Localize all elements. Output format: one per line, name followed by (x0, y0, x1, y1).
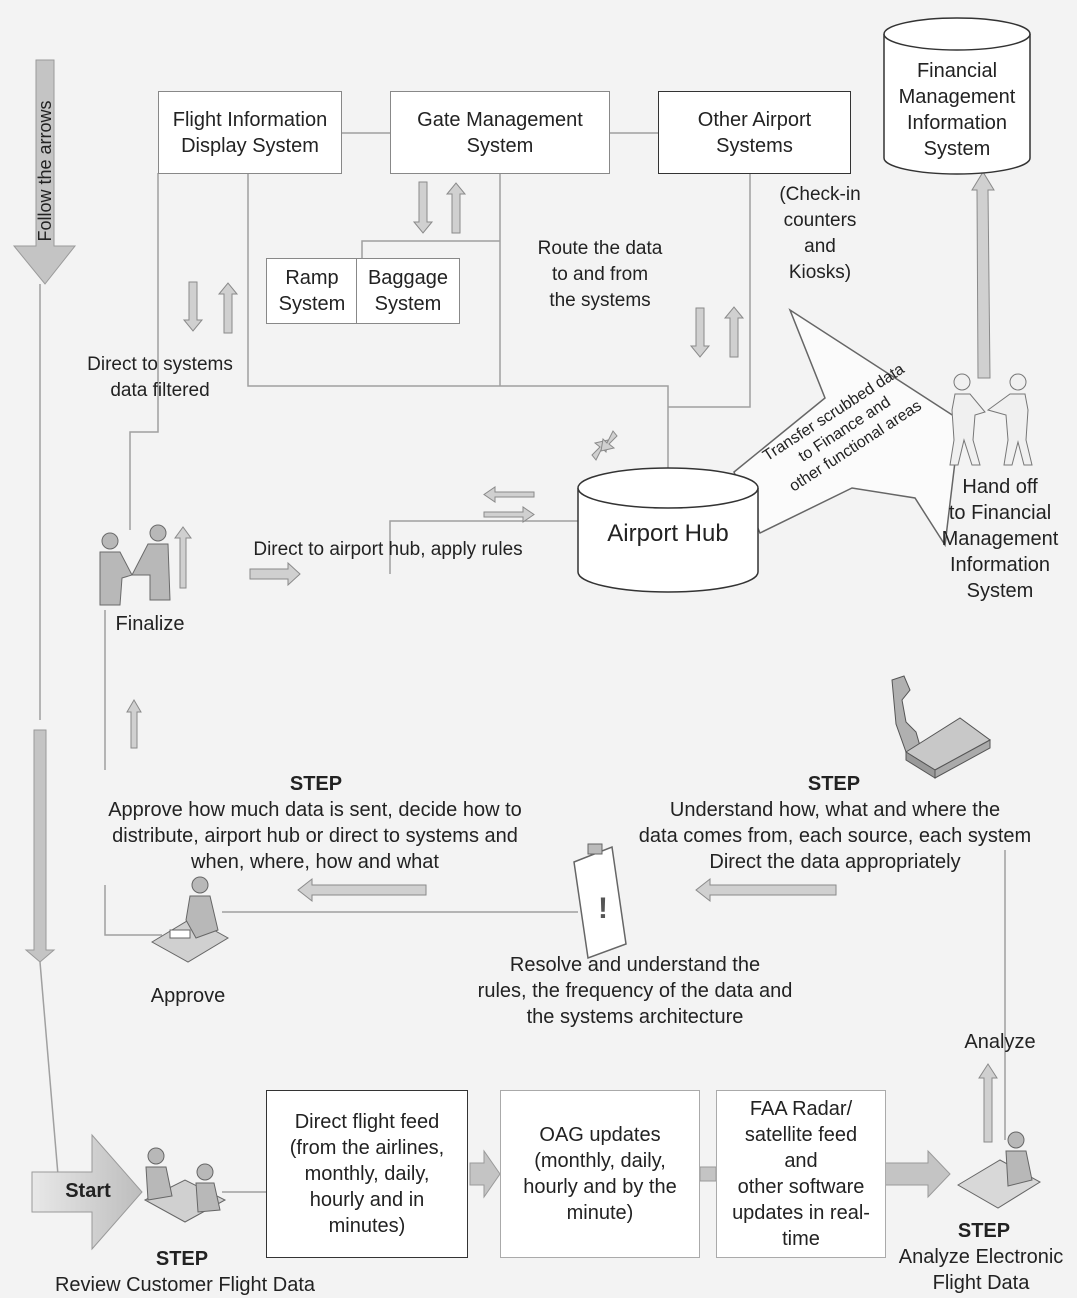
flow-arrows (31, 1133, 951, 1251)
ramp-system-box: Ramp System (266, 258, 358, 324)
checkin-label: (Check-in counters and Kiosks) (779, 184, 861, 283)
approve-figure (151, 876, 229, 963)
svg-text:!: ! (598, 892, 608, 925)
follow-arrow (12, 59, 77, 1176)
follow-arrows-label: Follow the arrows (35, 100, 55, 242)
airport-hub-cylinder (577, 467, 759, 593)
step-analyze-title: STEP (957, 1220, 1011, 1242)
resolve-text: Resolve and understand the rules, the fr… (477, 954, 793, 1028)
connector-lines (104, 132, 1006, 1193)
clipboard-figure: ! (573, 843, 627, 960)
analyze-figure (957, 1131, 1041, 1209)
step-review-title: STEP (155, 1248, 209, 1270)
handoff-label: Hand off to Financial Management Informa… (941, 476, 1059, 602)
faa-radar-box: FAA Radar/ satellite feed and other soft… (716, 1090, 886, 1258)
other-airport-systems-box: Other Airport Systems (658, 91, 851, 174)
route-label: Route the data to and from the systems (537, 238, 663, 311)
start-label: Start (65, 1180, 111, 1202)
analyze-label: Analyze (964, 1031, 1036, 1053)
step-analyze-text: Analyze Electronic Flight Data (898, 1246, 1064, 1294)
approve-label: Approve (150, 985, 226, 1007)
fmis-label: Financial Management Information System (898, 60, 1016, 160)
direct-flight-feed-box: Direct flight feed (from the airlines, m… (266, 1090, 468, 1258)
handoff-figures (949, 373, 1033, 466)
step-understand-title: STEP (807, 773, 861, 795)
airport-hub-label: Airport Hub (607, 520, 729, 547)
step-approve-text: Approve how much data is sent, decide ho… (108, 799, 522, 873)
gate-management-box: Gate Management System (390, 91, 610, 174)
direct-filtered-label: Direct to systems data filtered (87, 354, 233, 401)
step-understand-text: Understand how, what and where the data … (638, 799, 1032, 873)
baggage-system-box: Baggage System (356, 258, 460, 324)
oag-updates-box: OAG updates (monthly, daily, hourly and … (500, 1090, 700, 1258)
telephone-figure (891, 675, 991, 779)
small-arrows (126, 171, 998, 1143)
step-review-text: Review Customer Flight Data (54, 1274, 316, 1296)
fids-box: Flight Information Display System (158, 91, 342, 174)
finalize-label: Finalize (115, 613, 185, 635)
start-figures (143, 1147, 227, 1223)
handshake-figures (99, 524, 171, 606)
direct-hub-label: Direct to airport hub, apply rules (253, 539, 523, 560)
step-approve-title: STEP (289, 773, 343, 795)
fmis-cylinder (883, 17, 1031, 175)
